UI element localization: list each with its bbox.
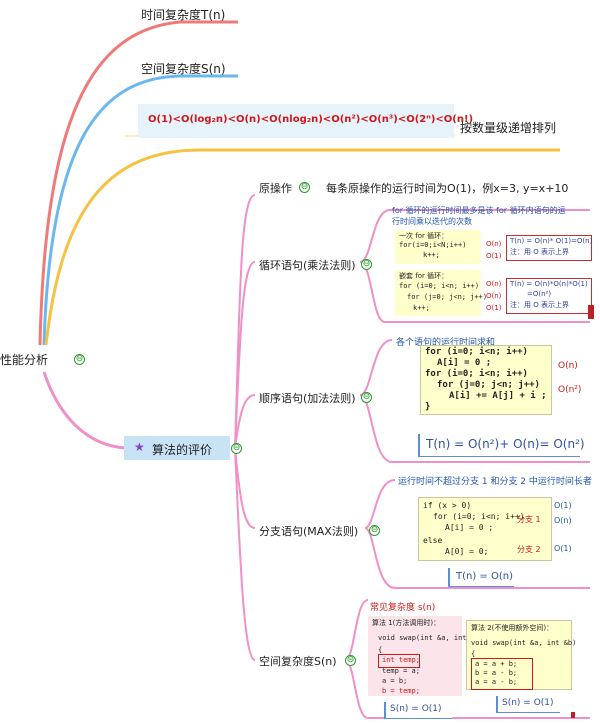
branch-caption: 运行时间不超过分支 1 和分支 2 中运行时间长者 bbox=[398, 477, 592, 487]
root-collapse-toggle[interactable]: ⊖ bbox=[74, 354, 85, 365]
sequence-label[interactable]: 顺序语句(加法法则) bbox=[259, 392, 356, 405]
algorithm-collapse-toggle[interactable]: ⊖ bbox=[231, 443, 242, 454]
loop-caption-line1: for 循环的运行时间最多是该 for 循环内语句的运 bbox=[392, 206, 566, 215]
sequence-toggle[interactable]: ⊖ bbox=[361, 392, 372, 403]
highlight-box bbox=[471, 658, 533, 690]
branch-formula-box: T(n) = O(n) bbox=[448, 568, 514, 587]
highlight-box bbox=[378, 654, 420, 668]
space-caption: 常见复杂度 s(n) bbox=[370, 603, 436, 613]
loop-label[interactable]: 循环语句(乘法法则) bbox=[259, 259, 356, 272]
space-left-formula: S(n) = O(1) bbox=[390, 704, 442, 714]
branch-code: if (x > 0) for (i=0; i<n; i++) A[i] = 0 … bbox=[418, 497, 552, 561]
loop-caption-line2: 行时间乘以迭代的次数 bbox=[392, 217, 472, 226]
branch-toggle[interactable]: ⊖ bbox=[369, 525, 380, 536]
branch-formula: T(n) = O(n) bbox=[456, 571, 513, 582]
order-note: 按数量级递增排列 bbox=[460, 121, 557, 135]
resize-handle[interactable] bbox=[588, 305, 594, 319]
root-node-label[interactable]: 性能分析 bbox=[0, 353, 49, 367]
star-icon: ★ bbox=[134, 440, 145, 454]
order-chain-text: O(1)<O(log₂n)<O(n)<O(nlog₂n)<O(n²)<O(n³)… bbox=[148, 114, 474, 125]
space-right-formula-box: S(n) = O(1) bbox=[496, 696, 560, 713]
basic-op-toggle[interactable]: ⊖ bbox=[299, 182, 310, 193]
loop-toggle[interactable]: ⊖ bbox=[361, 259, 372, 270]
basic-op-label[interactable]: 原操作 bbox=[259, 182, 292, 195]
sequence-formula: T(n) = O(n²)+ O(n)= O(n²) bbox=[426, 437, 585, 451]
resize-handle[interactable] bbox=[571, 712, 575, 718]
space-right-formula: S(n) = O(1) bbox=[502, 698, 554, 708]
basic-op-note: 每条原操作的运行时间为O(1)，例x=3, y=x+10 bbox=[326, 182, 569, 195]
sequence-formula-box: T(n) = O(n²)+ O(n)= O(n²) bbox=[418, 434, 585, 457]
algorithm-node-label: 算法的评价 bbox=[152, 443, 213, 457]
space-left-formula-box: S(n) = O(1) bbox=[384, 702, 452, 719]
algorithm-node[interactable]: ★ 算法的评价 bbox=[124, 436, 230, 460]
space-label[interactable]: 空间复杂度S(n) bbox=[259, 655, 337, 668]
nested-loop-result: T(n) = O(n)*O(n)*O(1) =O(n²) 注：用 O 表示上界 bbox=[506, 278, 592, 314]
sequence-code: for (i=0; i<n; i++) A[i] = 0 ; for (i=0;… bbox=[420, 345, 552, 415]
single-loop-code: 一次 for 循环： for(i=0;i<N;i++) k++; bbox=[395, 230, 481, 264]
nested-loop-code: 嵌套 for 循环： for (i=0; i<n; i++) for (j=0;… bbox=[395, 270, 487, 316]
sequence-caption: 各个语句的运行时间求和 bbox=[396, 338, 496, 348]
space-toggle[interactable]: ⊖ bbox=[345, 655, 356, 666]
branch-label[interactable]: 分支语句(MAX法则) bbox=[259, 525, 359, 538]
single-loop-result: T(n) = O(n)* O(1)=O(n) 注：用 O 表示上界 bbox=[506, 235, 592, 261]
space-right-code: 算法 2(不使用额外空间)： void swap(int &a, int &b)… bbox=[466, 620, 576, 690]
space-complexity-label: 空间复杂度S(n) bbox=[141, 62, 226, 76]
space-left-code: 算法 1(方法调用时)： void swap(int &a, int &b) {… bbox=[368, 616, 483, 696]
order-chain-box: O(1)<O(log₂n)<O(n)<O(nlog₂n)<O(n²)<O(n³)… bbox=[138, 104, 473, 138]
time-complexity-label: 时间复杂度T(n) bbox=[141, 8, 226, 22]
